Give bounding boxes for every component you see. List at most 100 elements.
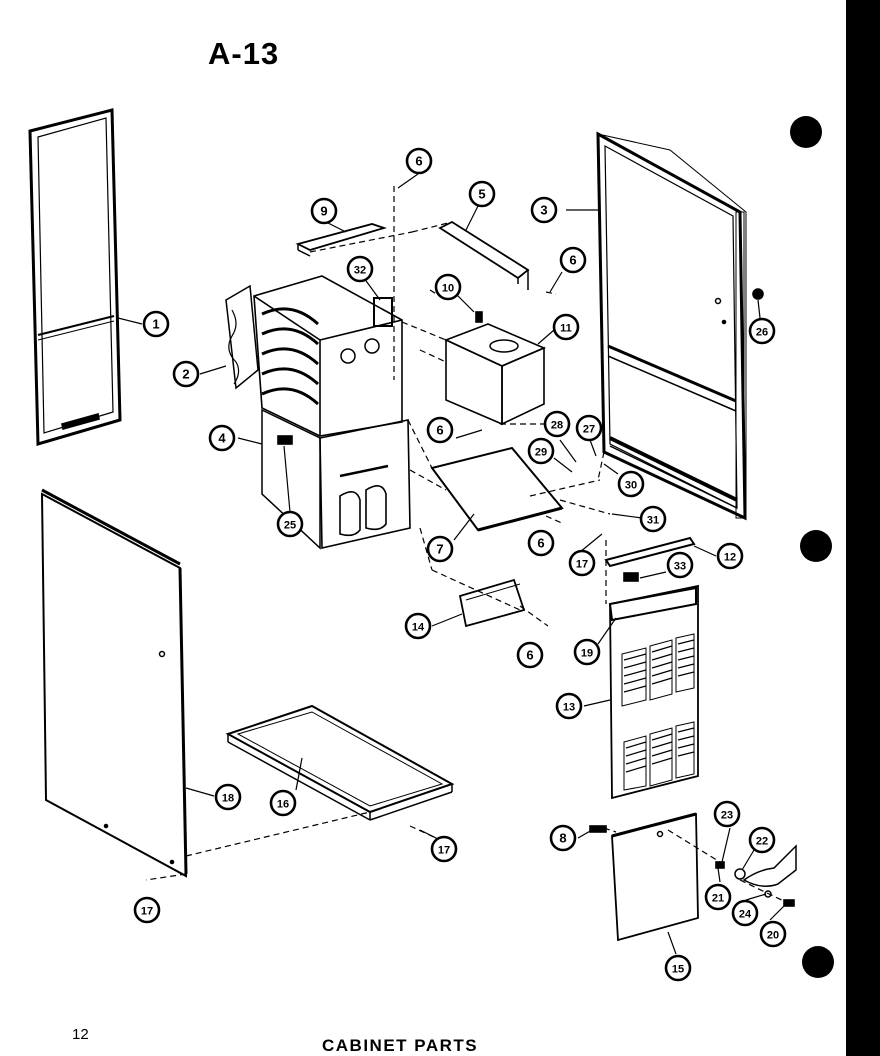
scan-edge-bar [846,0,880,1056]
part-9-bracket [295,223,387,257]
callout-c8: 8 [549,824,577,852]
callout-c16: 16 [269,789,297,817]
callout-number: 14 [412,622,425,634]
callout-circle [575,414,603,442]
callout-number: 15 [672,964,684,976]
callout-number: 21 [712,893,724,905]
callout-circle [405,147,433,175]
callout-c3: 3 [530,196,558,224]
punch-hole-top [790,116,822,148]
callout-c4: 4 [208,424,236,452]
callout-c33: 33 [666,551,694,579]
callout-circle [434,273,462,301]
callout-number: 17 [438,845,450,857]
callout-c15: 15 [664,954,692,982]
callout-circle [639,505,667,533]
callout-c32: 32 [346,255,374,283]
callout-number: 29 [535,447,547,459]
callout-c22: 22 [748,826,776,854]
part-33-latch [623,572,639,582]
part-5-bracket [438,220,530,290]
callout-c11: 11 [552,313,580,341]
callout-number: 31 [647,515,659,527]
part-12-rail [604,536,696,568]
part-7-shelf [430,446,564,532]
callout-c17c: 17 [133,896,161,924]
callout-number: 11 [560,323,572,335]
part-2-heat-exchanger [225,275,403,437]
callout-number: 3 [540,203,547,218]
callout-c23: 23 [713,800,741,828]
callout-c5: 5 [468,180,496,208]
figure-label: A-13 [208,36,280,71]
callout-number: 33 [674,561,686,573]
callout-circle [516,641,544,669]
part-11-blower-housing [443,311,547,426]
callout-c27: 27 [575,414,603,442]
callout-circle [269,789,297,817]
callout-c29: 29 [527,437,555,465]
part-15-lower-door [611,812,699,942]
callout-number: 19 [581,648,593,660]
callout-circle [748,826,776,854]
callout-number: 5 [478,187,485,202]
callout-circle [527,529,555,557]
callout-number: 28 [551,420,563,432]
callout-circle [468,180,496,208]
callout-c28: 28 [543,410,571,438]
callout-number: 12 [724,552,736,564]
callout-circle [530,196,558,224]
callout-number: 1 [152,317,159,332]
callout-number: 18 [222,793,234,805]
callout-c18: 18 [214,783,242,811]
callout-c17a: 17 [568,549,596,577]
part-4-inner-panel [261,408,411,550]
callout-circle [214,783,242,811]
callout-number: 23 [721,810,733,822]
callout-circle [430,835,458,863]
callout-number: 30 [625,480,637,492]
callout-number: 17 [141,906,153,918]
callout-number: 32 [354,265,366,277]
callout-c10: 10 [434,273,462,301]
callout-number: 7 [436,542,443,557]
callout-number: 10 [442,283,454,295]
callout-circle [666,551,694,579]
callout-c13: 13 [555,692,583,720]
callout-circle [276,510,304,538]
callout-circle [426,535,454,563]
callout-circle [704,883,732,911]
callout-number: 6 [569,253,576,268]
callout-c26: 26 [748,317,776,345]
callout-c6a: 6 [405,147,433,175]
callout-circle [426,416,454,444]
callout-circle [555,692,583,720]
callout-number: 2 [182,367,189,382]
callout-number: 8 [559,831,566,846]
callout-circle [731,899,759,927]
callout-number: 4 [218,431,226,446]
callout-circle [208,424,236,452]
callout-number: 13 [563,702,575,714]
callout-circle [549,824,577,852]
callout-c20: 20 [759,920,787,948]
callout-c9: 9 [310,197,338,225]
callout-circle [573,638,601,666]
callout-circle [716,542,744,570]
callout-circle [172,360,200,388]
callout-number: 24 [739,909,752,921]
callout-c1: 1 [142,310,170,338]
part-16-bottom-tray [225,704,455,821]
callout-c6b: 6 [559,246,587,274]
part-18-front-panel [40,488,188,878]
callout-c2: 2 [172,360,200,388]
part-1-side-panel [28,108,122,446]
callout-circle [142,310,170,338]
callout-c6d: 6 [527,529,555,557]
callout-c6c: 6 [426,416,454,444]
callout-c17b: 17 [430,835,458,863]
callout-c14: 14 [404,612,432,640]
punch-hole-middle [800,530,832,562]
callout-c24: 24 [731,899,759,927]
